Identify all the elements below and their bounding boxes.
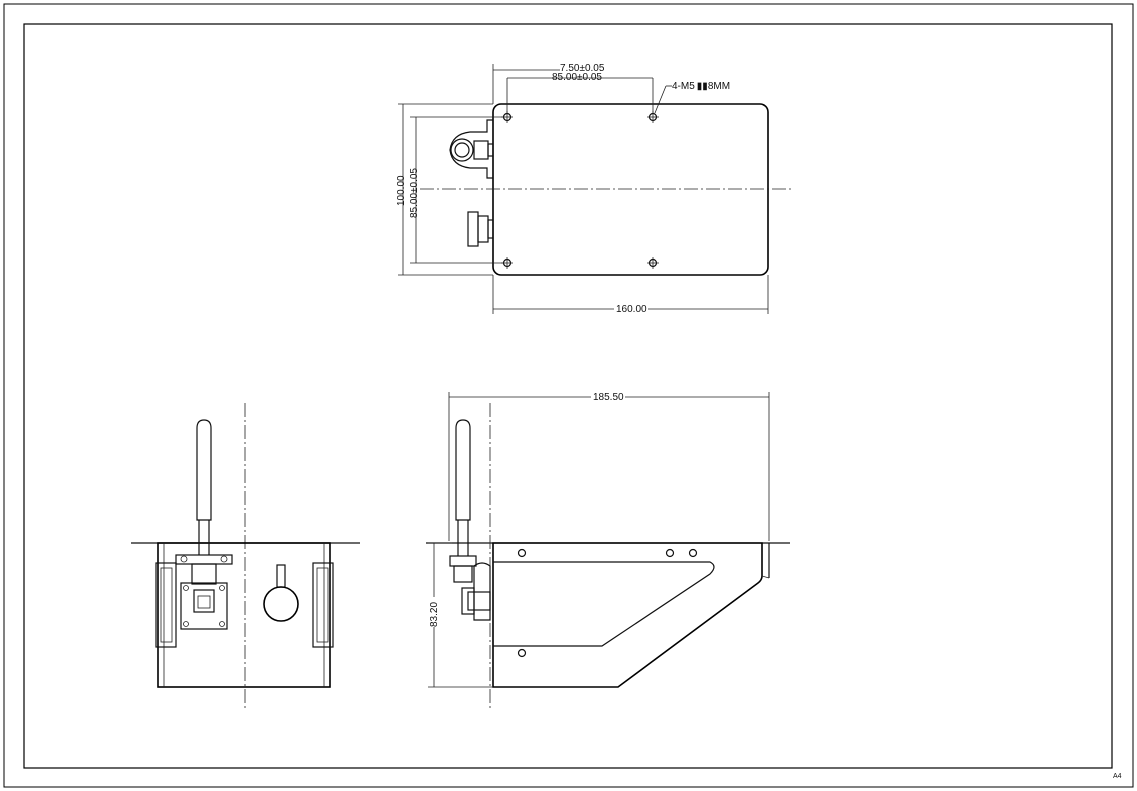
dim-side-total-length: 185.50 xyxy=(593,392,624,403)
right-bracket xyxy=(312,562,334,648)
hole-depth-symbol: ▮▮ xyxy=(697,81,708,92)
inner-border xyxy=(23,23,1113,769)
cable-connector xyxy=(467,211,494,247)
dim-side-height: 83.20 xyxy=(429,602,440,627)
side-body-outline xyxy=(492,542,763,688)
antenna xyxy=(175,419,233,585)
hole-callout-depth: 8MM xyxy=(708,81,730,92)
side-hole xyxy=(665,548,675,558)
enclosure-top-outline xyxy=(492,103,769,276)
hole-callout-label: 4-M5 xyxy=(672,81,695,92)
antenna-side xyxy=(449,419,477,583)
front-body-outline xyxy=(157,542,331,688)
dim-top-offset: 7.50±0.05 xyxy=(560,63,605,74)
dim-overall-height: 100.00 xyxy=(396,175,407,206)
side-hole xyxy=(688,548,698,558)
mounting-hole xyxy=(647,257,659,269)
outer-border xyxy=(3,3,1134,788)
side-hole xyxy=(517,648,527,658)
cable-port xyxy=(263,564,299,622)
sheet-size-label: A4 xyxy=(1113,773,1122,780)
hole-callout: 4-M5▮▮8MM xyxy=(672,81,730,92)
side-hole xyxy=(517,548,527,558)
dim-hole-spacing-vertical: 85.00±0.05 xyxy=(409,168,420,218)
side-view: 185.50 83.20 xyxy=(426,390,790,710)
left-bracket xyxy=(155,562,177,648)
front-view xyxy=(131,403,360,710)
top-view: 7.50±0.05 85.00±0.05 4-M5▮▮8MM 100.00 85… xyxy=(396,63,793,315)
side-cutout xyxy=(493,561,715,647)
antenna-connector xyxy=(449,119,494,179)
connector-side xyxy=(461,562,491,621)
connector-flange xyxy=(180,582,228,630)
dim-overall-width: 160.00 xyxy=(616,304,647,315)
dim-top-hole-spacing: 85.00±0.05 xyxy=(552,72,602,83)
